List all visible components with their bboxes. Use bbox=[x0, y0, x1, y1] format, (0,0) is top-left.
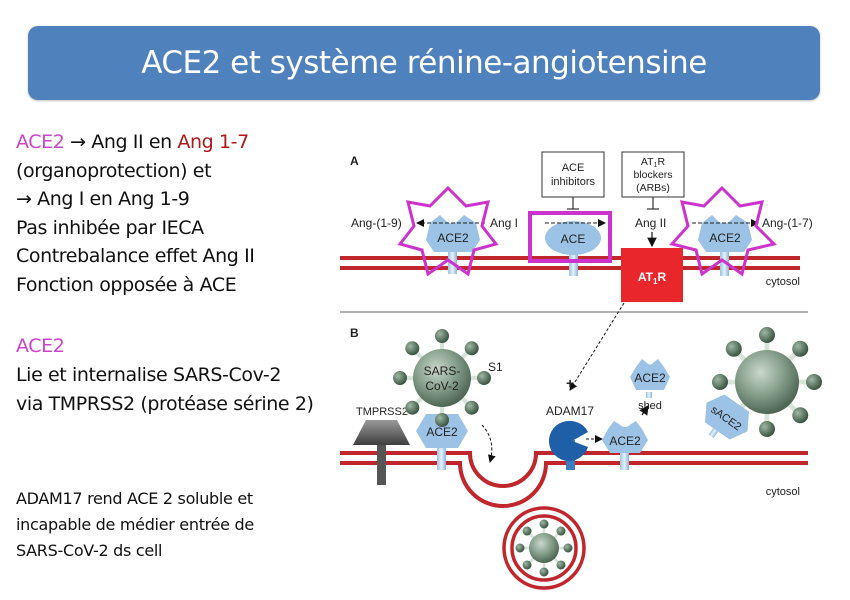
adam17-text: ADAM17 rend ACE 2 soluble et incapable d… bbox=[16, 486, 254, 564]
spike-protein bbox=[435, 329, 449, 343]
spike-protein bbox=[522, 526, 532, 536]
spike-protein bbox=[759, 421, 775, 437]
spike-protein bbox=[712, 374, 728, 390]
spike-protein bbox=[806, 374, 822, 390]
virus-capsid bbox=[413, 349, 471, 407]
svg-text:ADAM17: ADAM17 bbox=[546, 404, 594, 418]
virus-with-sace2 bbox=[712, 327, 822, 437]
spike-protein bbox=[792, 407, 809, 424]
arb-box: AT1R blockers (ARBs) bbox=[621, 151, 685, 210]
highlight-star-left bbox=[397, 185, 499, 277]
tmprss2-protease: TMPRSS2 bbox=[353, 406, 410, 485]
plus-sign: + bbox=[566, 375, 574, 391]
ace2-function-text: ACE2 → Ang II en Ang 1-7 (organoprotecti… bbox=[16, 128, 255, 299]
text-line: Contrebalance effet Ang II bbox=[16, 245, 255, 267]
cytosol-label-a: cytosol bbox=[766, 276, 800, 288]
svg-text:shed: shed bbox=[638, 400, 662, 412]
text-line: ACE2 → Ang II en Ang 1-7 bbox=[16, 131, 249, 153]
ang17-highlight: Ang 1-7 bbox=[177, 131, 249, 153]
virus-label: SARS- bbox=[424, 364, 461, 378]
ace2-shed: ACE2 shed bbox=[630, 359, 670, 412]
virus-label: CoV-2 bbox=[425, 379, 459, 393]
highlight-box-ace bbox=[528, 211, 612, 263]
svg-text:inhibitors: inhibitors bbox=[551, 176, 596, 188]
endosome bbox=[502, 506, 586, 590]
ace2-virus-text: ACE2 Lie et internalise SARS-Cov-2 via T… bbox=[16, 332, 314, 419]
ang1-label: Ang I bbox=[490, 216, 518, 230]
svg-text:ACE2: ACE2 bbox=[609, 434, 641, 448]
highlight-star-right bbox=[669, 185, 777, 277]
cytosol-label-b: cytosol bbox=[766, 486, 800, 498]
ace2-heading: ACE2 bbox=[16, 335, 65, 357]
svg-text:AT1R: AT1R bbox=[641, 156, 666, 169]
spike-protein bbox=[759, 327, 775, 343]
svg-text:ACE: ACE bbox=[562, 162, 585, 174]
spike-protein bbox=[556, 560, 566, 570]
text-line: (organoprotection) et bbox=[16, 159, 212, 182]
spike-protein bbox=[522, 560, 532, 570]
internalization-arrow bbox=[481, 424, 496, 463]
ras-diagram: A ACE inhibitors AT1R blockers (ARBs) An… bbox=[340, 151, 822, 590]
text-line: SARS-CoV-2 ds cell bbox=[16, 541, 163, 560]
text-line: Fonction opposée à ACE bbox=[16, 273, 237, 296]
svg-text:ACE: ACE bbox=[561, 232, 586, 246]
text-line: Pas inhibée par IECA bbox=[16, 216, 204, 239]
spike-protein bbox=[405, 341, 420, 356]
text-line: ADAM17 rend ACE 2 soluble et bbox=[16, 489, 253, 508]
ang17-label: Ang-(1-7) bbox=[762, 216, 813, 230]
spike-protein bbox=[539, 567, 549, 577]
text-line: incapable de médier entrée de bbox=[16, 515, 254, 534]
svg-text:ACE2: ACE2 bbox=[709, 231, 741, 245]
svg-text:AT1R: AT1R bbox=[638, 270, 667, 286]
spike-protein bbox=[539, 519, 549, 529]
spike-protein bbox=[556, 526, 566, 536]
text-line: → Ang I en Ang 1-9 bbox=[16, 188, 190, 210]
svg-text:ACE2: ACE2 bbox=[426, 425, 458, 439]
svg-text:TMPRSS2: TMPRSS2 bbox=[356, 406, 408, 418]
spike-protein bbox=[725, 340, 742, 357]
spike-protein bbox=[393, 371, 407, 385]
panel-b-label: B bbox=[350, 326, 359, 340]
svg-text:ACE2: ACE2 bbox=[634, 371, 666, 385]
ace-enzyme: ACE bbox=[545, 219, 606, 276]
ang19-label: Ang-(1-9) bbox=[351, 216, 402, 230]
sace2-soluble: sACE2 bbox=[704, 394, 750, 440]
svg-text:(ARBs): (ARBs) bbox=[636, 182, 670, 194]
sars-cov-2-virus: SARS-CoV-2 bbox=[393, 329, 491, 427]
ace2-highlight: ACE2 bbox=[16, 131, 65, 153]
svg-text:blockers: blockers bbox=[633, 169, 672, 181]
spike-protein bbox=[477, 371, 491, 385]
s1-label: S1 bbox=[488, 360, 503, 374]
ace2-left-enzyme: ACE2 bbox=[416, 215, 485, 274]
text-line: Lie et internalise SARS-Cov-2 bbox=[16, 364, 282, 386]
at1r-receptor: AT1R bbox=[621, 232, 683, 302]
spike-protein bbox=[464, 400, 479, 415]
ace2-bound-receptor: ACE2 bbox=[416, 414, 468, 470]
title-banner: ACE2 et système rénine-angiotensine bbox=[28, 26, 820, 100]
spike-protein bbox=[405, 400, 420, 415]
adam17-protease: ADAM17 bbox=[546, 404, 603, 470]
virus-capsid bbox=[529, 533, 559, 563]
svg-text:ACE2: ACE2 bbox=[437, 231, 469, 245]
ace-inhibitors-box: ACE inhibitors bbox=[541, 151, 605, 210]
shed-arrow bbox=[639, 405, 649, 416]
at1r-activates-adam17-arrow bbox=[569, 302, 625, 391]
spike-protein bbox=[563, 543, 573, 553]
virus-capsid bbox=[735, 350, 799, 414]
slide-title: ACE2 et système rénine-angiotensine bbox=[141, 45, 707, 81]
spike-protein bbox=[515, 543, 525, 553]
ang2-label: Ang II bbox=[635, 216, 666, 230]
ace2-membrane-receptor: ACE2 bbox=[602, 421, 648, 470]
spike-protein bbox=[435, 413, 449, 427]
text-line: via TMPRSS2 (protéase sérine 2) bbox=[16, 393, 314, 415]
spike-protein bbox=[464, 341, 479, 356]
panel-a-label: A bbox=[350, 154, 359, 168]
membrane-b bbox=[340, 451, 808, 508]
spike-protein bbox=[792, 340, 809, 357]
